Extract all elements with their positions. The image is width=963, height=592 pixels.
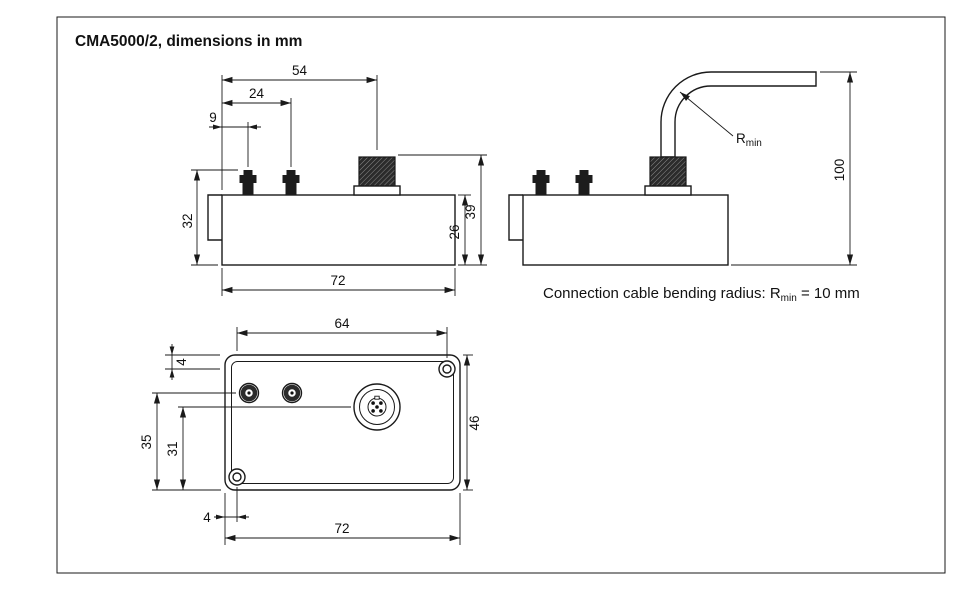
front-connector-small-2 [282,170,300,195]
mounting-hole-top-right [438,360,456,378]
side-body [522,194,729,266]
dim-label-72-top-view: 72 [334,521,349,536]
hole-bore [442,364,452,374]
connection-cable [660,71,817,158]
dim-label-26: 26 [447,224,462,239]
top-connector-m12 [353,383,401,431]
connector-pin [247,391,251,395]
front-body [221,194,456,266]
dim-label-46: 46 [467,415,482,430]
m12-pin [375,405,379,409]
top-body [224,354,461,491]
connector-shaft [535,183,547,195]
connector-shaft [285,183,297,195]
connector-shaft [578,183,590,195]
front-view [207,156,456,266]
connector-tip [243,170,253,175]
front-connector-m12 [353,156,401,196]
dim-arrow [169,369,175,378]
rmin-label-r: R [736,131,746,146]
side-view: Rmin [508,71,817,266]
page-border [56,16,946,574]
bending-radius-note: Connection cable bending radius: Rmin = … [543,285,860,304]
front-dimensions: 54 24 9 32 26 39 72 [180,63,487,296]
note-sub: min [781,293,797,304]
m12-flange [353,185,401,196]
m12-pin [371,409,375,413]
dim-arrow [237,514,246,520]
dim-label-32: 32 [180,213,195,228]
rmin-label: Rmin [736,131,762,149]
connector-tip [579,170,589,175]
connector-nut [239,175,257,183]
dim-label-9: 9 [209,110,217,125]
top-connector-small-1 [238,382,260,404]
connector-nut [282,175,300,183]
m12-knurled-body [649,156,687,187]
dim-arrow [248,124,257,130]
m12-flange [644,185,692,196]
connector-tip [536,170,546,175]
connector-pin [290,391,294,395]
top-view [224,354,461,491]
m12-pin [371,401,375,405]
side-mounting-tab [508,194,523,241]
top-dimensions: 64 4 35 31 46 4 72 [139,316,482,545]
connector-tip [286,170,296,175]
hole-bore [232,472,242,482]
m12-nut-circle [359,389,395,425]
dim-label-72: 72 [330,273,345,288]
note-prefix: Connection cable bending radius: R [543,285,781,302]
side-dimensions: 100 [731,71,857,266]
dim-label-31: 31 [165,441,180,456]
dim-label-54: 54 [292,63,308,78]
rmin-label-sub: min [746,138,762,149]
drawing-title: CMA5000/2, dimensions in mm [75,33,302,50]
dim-arrow [169,346,175,355]
connector-shaft [242,183,254,195]
top-connector-small-2 [281,382,303,404]
m12-pin [379,409,383,413]
connector-nut [532,175,550,183]
dim-label-24: 24 [249,86,265,101]
front-connector-small-1 [239,170,257,195]
rmin-leader-line [679,91,734,137]
note-suffix: = 10 mm [797,285,860,302]
front-mounting-tab [207,194,222,241]
dim-label-35: 35 [139,434,154,449]
side-connector-small-2 [575,170,593,195]
m12-keyway [374,395,380,400]
connector-nut [575,175,593,183]
dim-label-39: 39 [463,204,478,219]
m12-pin [379,401,383,405]
top-cover-edge [231,361,454,484]
dim-label-4-top: 4 [174,358,189,366]
side-connector-small-1 [532,170,550,195]
m12-knurled-body [358,156,396,187]
mounting-hole-bottom-left [228,468,246,486]
dim-label-64: 64 [334,316,350,331]
dim-arrow [216,514,225,520]
dim-label-100: 100 [832,159,847,182]
dim-arrow [213,124,222,130]
dim-label-4-bottom: 4 [203,510,211,525]
side-connector-m12 [644,156,692,196]
